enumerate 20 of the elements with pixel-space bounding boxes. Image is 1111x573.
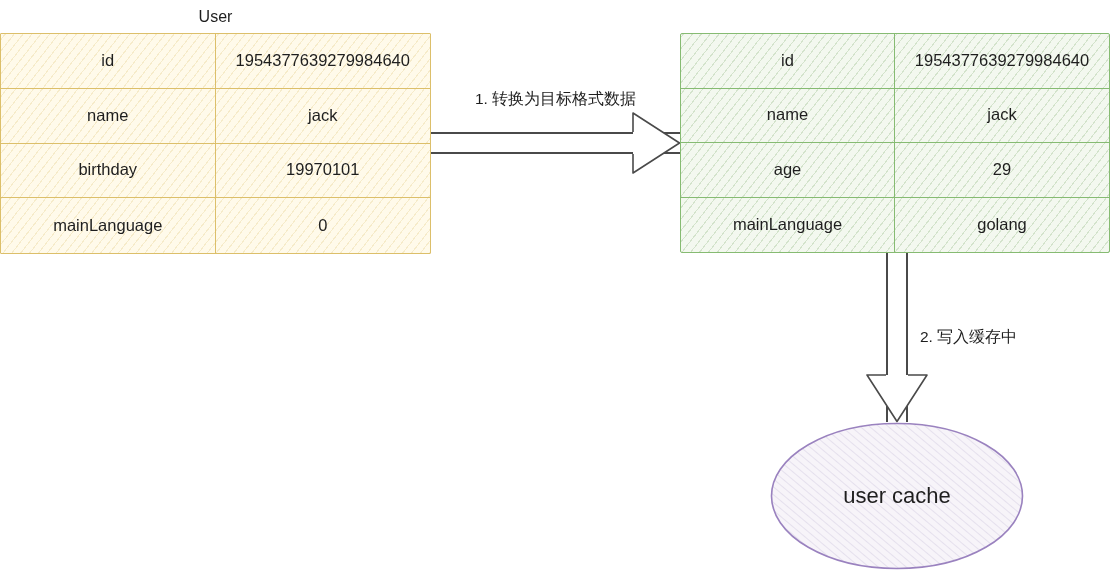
table-cell: birthday	[1, 143, 216, 199]
table-cell: id	[681, 34, 895, 89]
table-cell: 1954377639279984640	[895, 34, 1109, 89]
table-cell: 0	[215, 198, 430, 253]
table-cell: age	[681, 143, 895, 198]
table-cell: golang	[895, 197, 1109, 252]
data-table	[680, 33, 1110, 253]
table-cell: mainLanguage	[1, 198, 216, 253]
table-title: User	[197, 7, 234, 27]
table-cell: 19970101	[215, 143, 430, 199]
table-cell: id	[1, 34, 216, 89]
table-cell: jack	[895, 88, 1109, 143]
table-cell: 1954377639279984640	[215, 34, 430, 89]
table-cell: name	[1, 88, 216, 144]
table-cell: name	[681, 88, 895, 143]
edge-label: 1. 转换为目标格式数据	[473, 88, 639, 110]
cache-ellipse: user cache	[770, 422, 1024, 570]
table-cell: mainLanguage	[681, 197, 895, 252]
table-cell: jack	[215, 88, 430, 144]
table-cell: 29	[895, 143, 1109, 198]
